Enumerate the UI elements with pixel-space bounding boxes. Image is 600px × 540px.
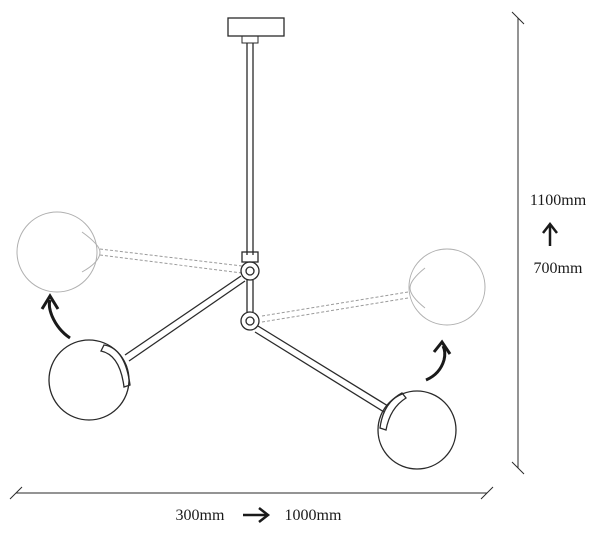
left-globe [48,339,130,421]
up-arrow-icon [542,221,558,246]
right-globe [377,390,457,470]
height-dimension-line [511,11,525,475]
width-max-label: 1000mm [285,507,342,524]
right-arm [254,325,457,470]
ghost-left-globe [16,211,98,293]
height-min-label: 700mm [534,260,583,277]
width-min-label: 300mm [176,507,225,524]
lower-joint [240,311,260,331]
ghost-right-arm [261,248,486,326]
ghost-right-globe [408,248,486,326]
ghost-left-arm [16,211,243,293]
height-max-label: 1100mm [530,192,587,209]
upper-joint [240,251,260,312]
ceiling-canopy [227,17,285,44]
downrod [246,43,254,255]
curved-arrow-icon [40,293,71,340]
right-arrow-icon [243,507,271,523]
width-dimension-line [9,486,494,500]
left-arm [48,275,246,421]
curved-arrow-icon [425,339,452,382]
